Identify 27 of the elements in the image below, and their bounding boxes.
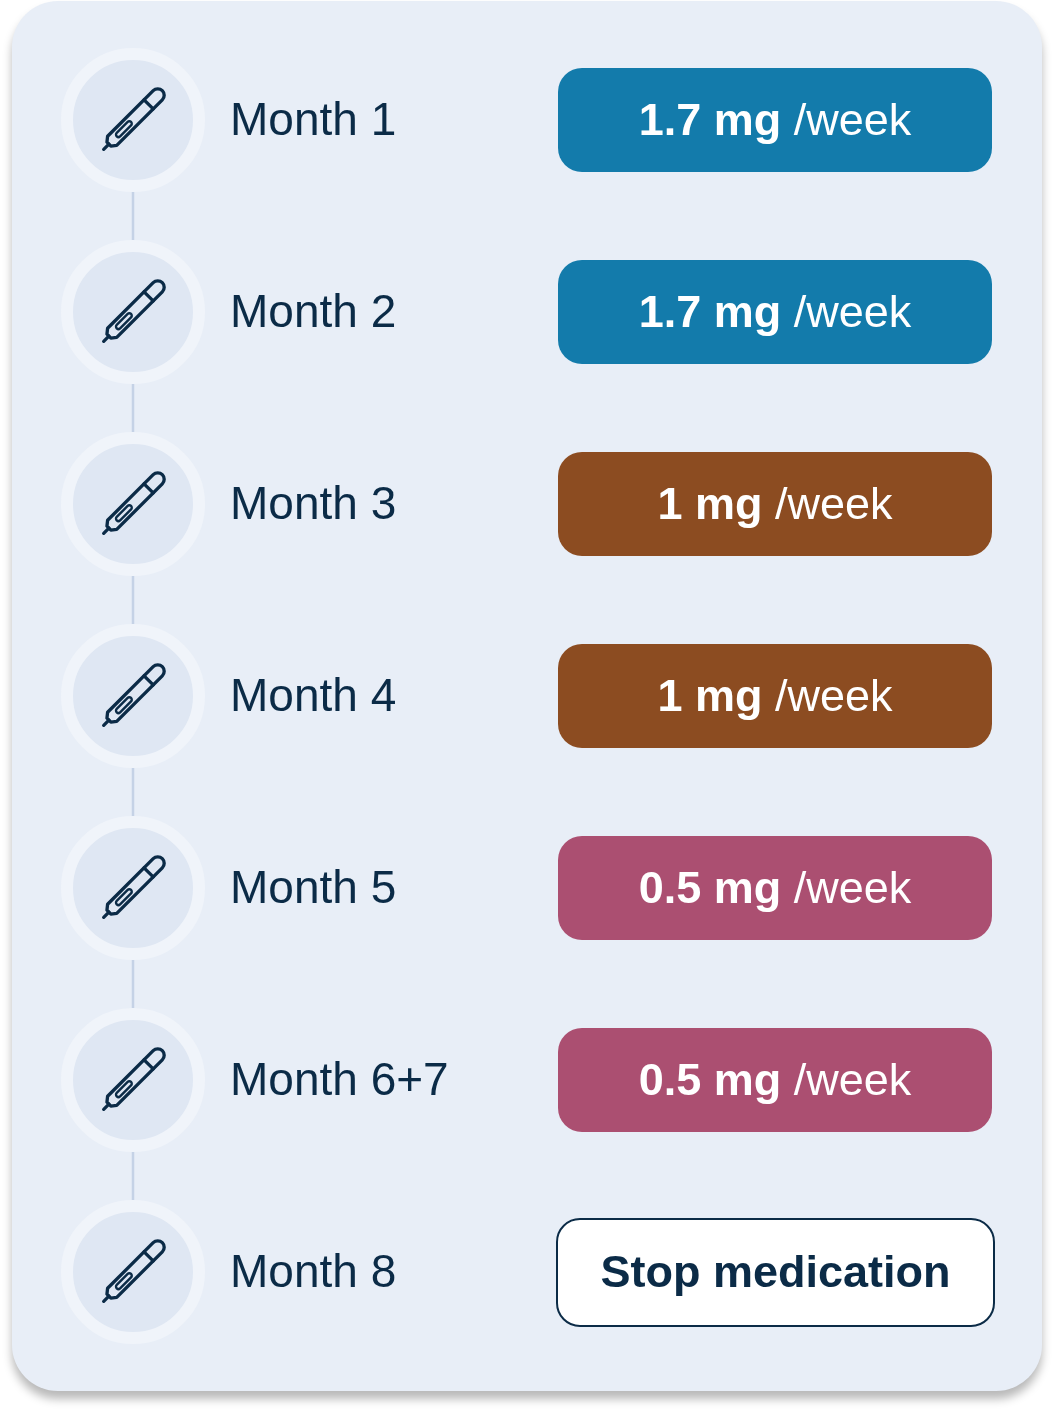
connector-line	[131, 576, 135, 624]
month-label: Month 5	[230, 860, 397, 915]
month-label: Month 3	[230, 476, 397, 531]
connector-line	[131, 192, 135, 240]
status-text: Stop medication	[600, 1246, 951, 1298]
connector-line	[131, 768, 135, 816]
month-label: Month 4	[230, 668, 397, 723]
status-pill	[556, 1217, 995, 1327]
dose-pill	[558, 68, 992, 172]
connector-line	[131, 1152, 135, 1200]
dose-text: 0.5 mg /week	[638, 862, 912, 914]
month-label: Month 8	[230, 1244, 397, 1299]
dose-pill	[558, 260, 992, 364]
dose-text: 1.7 mg /week	[638, 286, 912, 338]
dose-pill	[558, 1028, 992, 1132]
dose-text: 0.5 mg /week	[638, 1054, 912, 1106]
month-label: Month 1	[230, 92, 397, 147]
month-label: Month 6+7	[230, 1052, 449, 1107]
dose-pill	[558, 836, 992, 940]
dose-text: 1 mg /week	[657, 670, 893, 722]
connector-line	[131, 384, 135, 432]
connector-line	[131, 960, 135, 1008]
dose-text: 1 mg /week	[657, 478, 893, 530]
dose-text: 1.7 mg /week	[638, 94, 912, 146]
dose-pill	[558, 644, 992, 748]
month-label: Month 2	[230, 284, 397, 339]
dose-pill	[558, 452, 992, 556]
